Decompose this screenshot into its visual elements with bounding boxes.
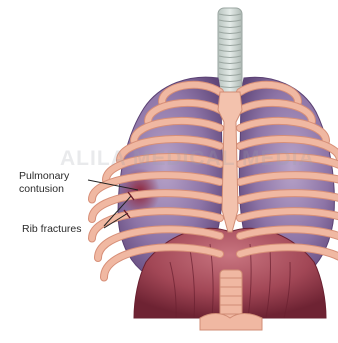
pulmonary-contusion-label: Pulmonary contusion [19,170,69,196]
trachea [218,8,242,98]
watermark: ALILA MEDICAL MEDIA [60,147,315,170]
pulmonary-contusion-label-line2: contusion [19,183,69,196]
pulmonary-contusion-label-line1: Pulmonary [19,170,69,183]
rib-fractures-label: Rib fractures [22,223,82,236]
